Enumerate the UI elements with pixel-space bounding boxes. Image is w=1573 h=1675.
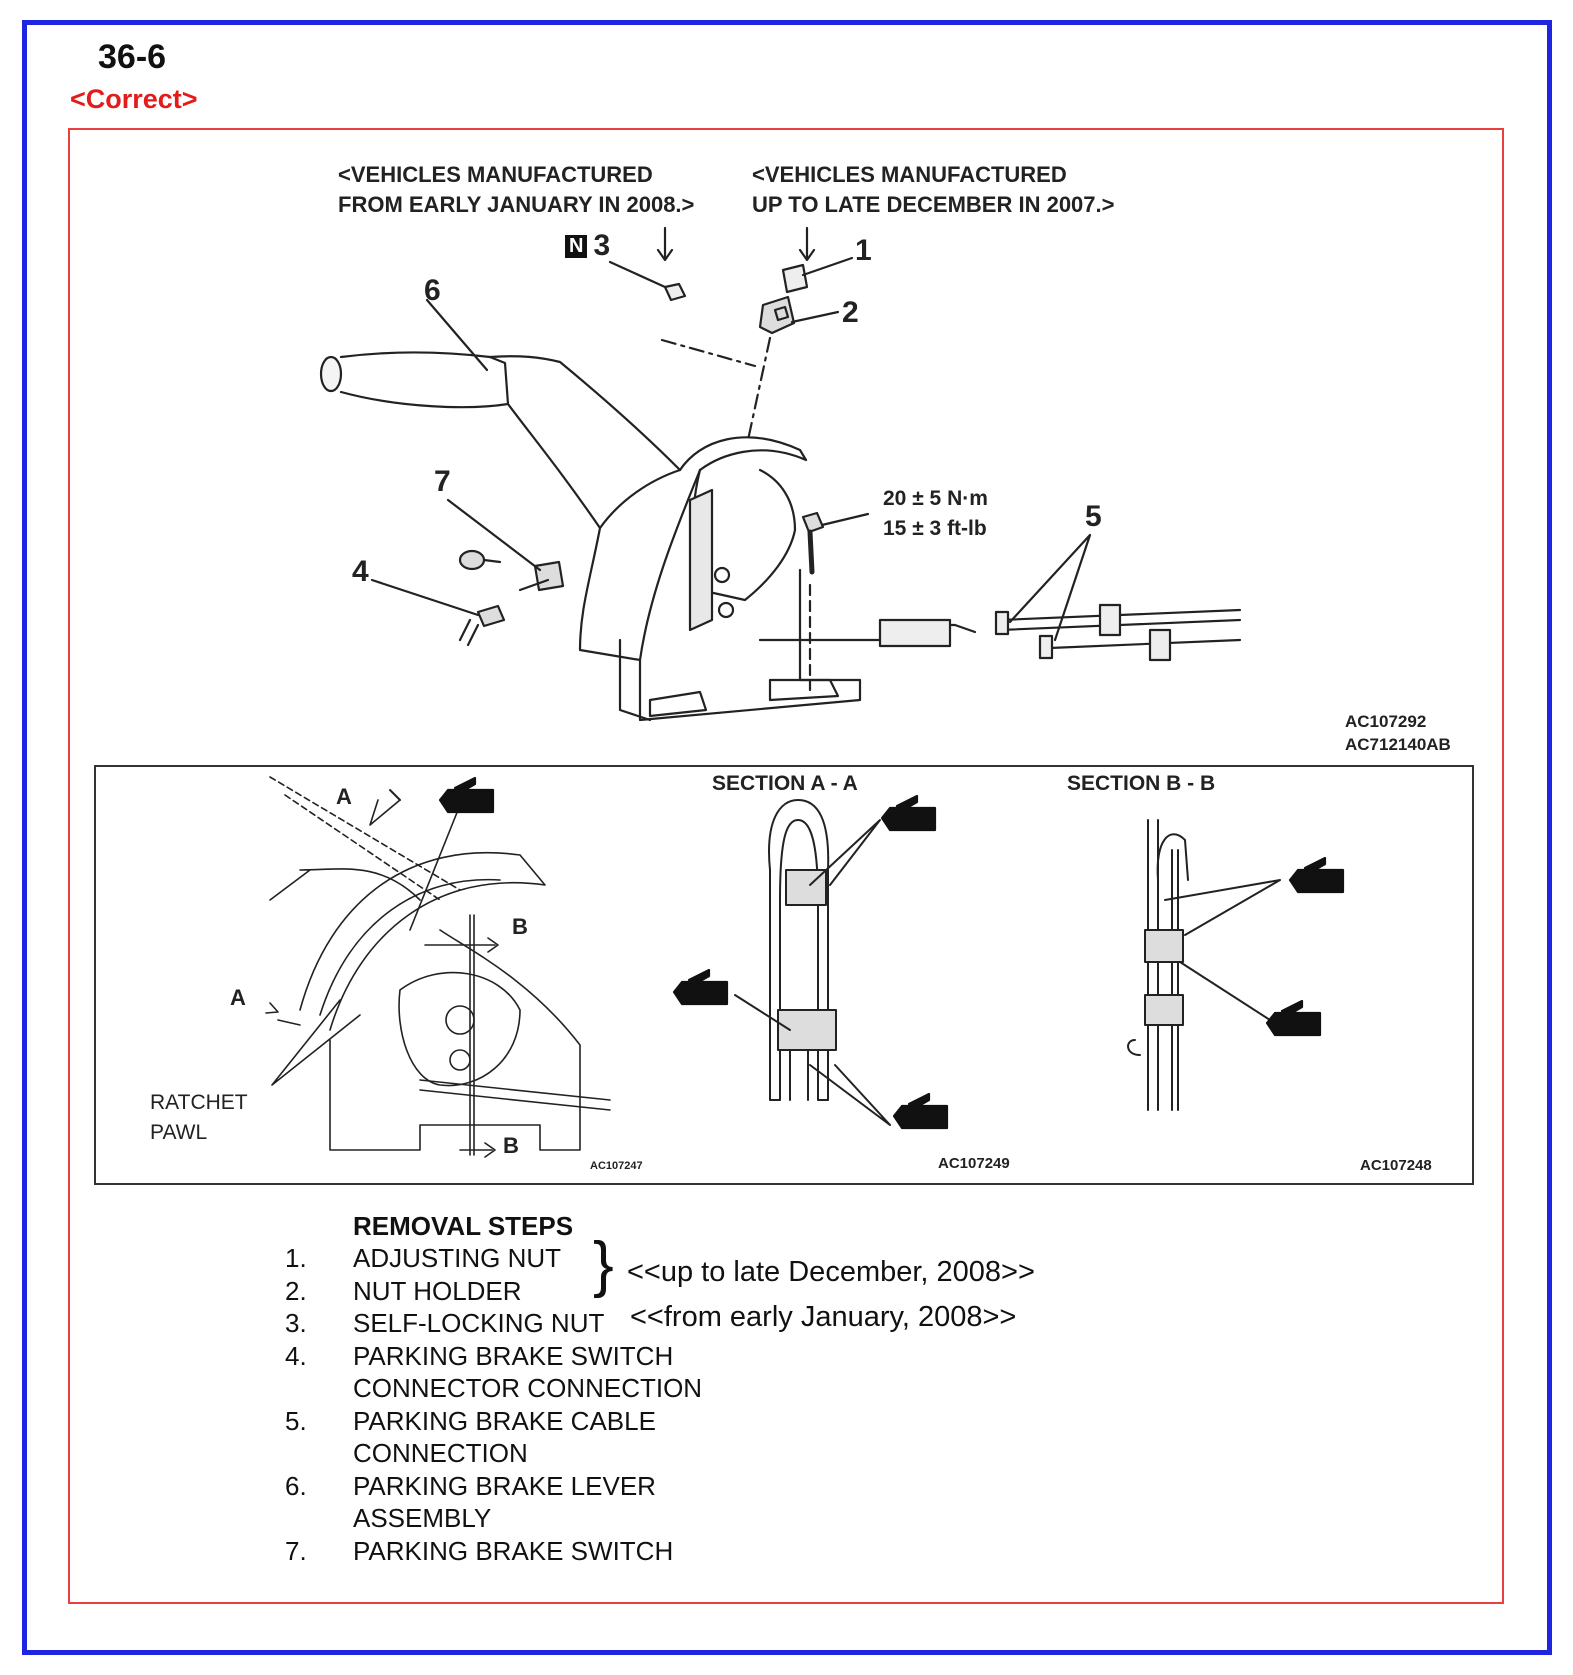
correction-frame xyxy=(68,128,1504,1604)
parking-brake-switch-part xyxy=(446,498,565,592)
label-a-left: A xyxy=(230,985,246,1010)
code-ac107292: AC107292 xyxy=(1345,712,1427,731)
removal-steps-title: REMOVAL STEPS xyxy=(353,1211,574,1241)
callout-6: 6 xyxy=(424,274,441,307)
code-ac107249: AC107249 xyxy=(938,1155,1010,1172)
code-ac107247: AC107247 xyxy=(590,1160,643,1172)
note-step-3: <<from early January, 2008>> xyxy=(630,1301,1017,1333)
callout-2: 2 xyxy=(842,296,859,329)
callout-5: 5 xyxy=(1085,500,1102,533)
new-part-symbol: N xyxy=(565,235,588,258)
page-border xyxy=(22,20,1552,1655)
nut-holder-part xyxy=(758,295,840,335)
cable-part xyxy=(758,618,977,648)
callout-7: 7 xyxy=(434,465,451,498)
brace-steps-1-2: } xyxy=(593,1230,614,1299)
cable-ends-part xyxy=(994,533,1242,662)
callout-4: 4 xyxy=(352,555,369,588)
switch-connector-part xyxy=(370,578,506,647)
lever-body xyxy=(578,436,862,722)
callout-1: 1 xyxy=(855,234,872,267)
adjusting-nut-part xyxy=(781,256,854,294)
label-a-top: A xyxy=(336,784,352,809)
label-b-bottom: B xyxy=(503,1133,519,1158)
page-number: 36-6 xyxy=(98,38,167,76)
section-a-title: SECTION A - A xyxy=(712,772,858,795)
bolt-part xyxy=(801,511,870,692)
inset-detail-box xyxy=(94,765,1474,1185)
label-b-right: B xyxy=(512,914,528,939)
inset-lever-detail xyxy=(265,776,611,1158)
inset-section-b xyxy=(1127,819,1281,1111)
section-b-title: SECTION B - B xyxy=(1067,772,1216,795)
lever-handle xyxy=(319,298,682,530)
inset-section-a xyxy=(734,799,891,1126)
correct-label: <Correct> xyxy=(70,84,198,114)
note-steps-1-2: <<up to late December, 2008>> xyxy=(627,1256,1035,1288)
code-ac107248: AC107248 xyxy=(1360,1157,1432,1174)
grease-icons xyxy=(438,776,1345,1130)
code-ac712140ab: AC712140AB xyxy=(1345,735,1451,754)
header-arrows xyxy=(656,226,816,262)
self-locking-nut-part xyxy=(608,260,687,302)
